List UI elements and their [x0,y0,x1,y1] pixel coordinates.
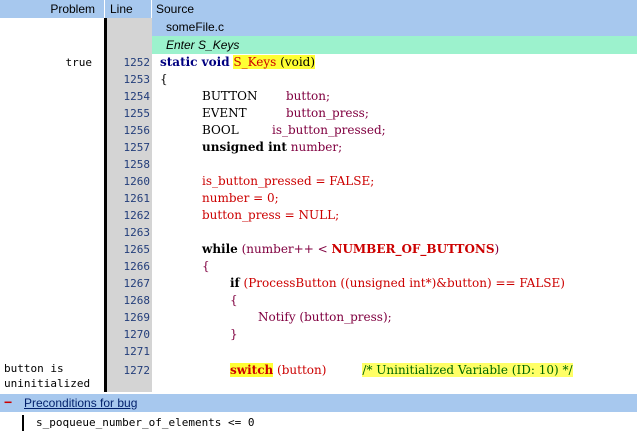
keyword[interactable]: switch [230,363,274,377]
code-row-bug: button is uninitialized 1272 switch (but… [0,360,637,392]
code-token: (button) [273,363,327,377]
problem-cell: true [65,56,93,69]
bug-comment: /* Uninitialized Variable (ID: 10) */ [362,363,573,377]
code-token: NUMBER_OF_BUTTONS [331,242,495,256]
problem-cell: button is uninitialized [4,362,91,390]
column-header-bar: Problem Line Source [0,0,637,18]
column-header-line[interactable]: Line [110,2,133,16]
code-row: 1254 BUTTON button; [0,88,637,105]
problem-line-divider [104,18,107,392]
condition-marker [22,415,24,431]
code-row: 1270 } [0,326,637,343]
line-number: 1269 [123,311,151,324]
code-line: } [230,327,238,341]
source-file-name: someFile.c [152,18,637,36]
line-number: 1271 [123,345,151,358]
line-number: 1272 [123,364,151,377]
code-token: (number++ < [237,242,332,256]
line-number: 1262 [123,209,151,222]
column-separator [151,0,152,18]
code-token: ) [494,242,500,256]
code-row: 1265 while (number++ < NUMBER_OF_BUTTONS… [0,241,637,258]
code-token: number; [290,140,343,154]
code-row: 1261 number = 0; [0,190,637,207]
code-row: 1258 [0,156,637,173]
code-row: 1263 [0,224,637,241]
line-number: 1254 [123,90,151,103]
code-row: 1262 button_press = NULL; [0,207,637,224]
line-number: 1253 [123,73,151,86]
column-separator [104,0,105,18]
enter-function-banner: Enter S_Keys [152,36,637,54]
line-number: 1257 [123,141,151,154]
line-number: 1256 [123,124,151,137]
code-row: 1268 { [0,292,637,309]
code-row: 1271 [0,343,637,360]
column-header-problem[interactable]: Problem [50,2,95,16]
line-number-gutter [107,18,152,392]
line-number: 1258 [123,158,151,171]
line-number: 1255 [123,107,151,120]
code-line: is_button_pressed = FALSE; [202,174,375,188]
code-token: (void) [276,55,316,69]
code-row: 1269 Notify (button_press); [0,309,637,326]
code-token: { [160,72,168,86]
code-row: 1267 if (ProcessButton ((unsigned int*)&… [0,275,637,292]
line-number: 1265 [123,243,151,256]
code-token: EVENT [202,106,247,120]
line-number: 1252 [123,56,151,69]
code-token: (ProcessButton ((unsigned int*)&button) … [239,276,565,290]
line-number: 1261 [123,192,151,205]
line-number: 1270 [123,328,151,341]
code-line: BUTTON button; [202,88,330,105]
line-number: 1263 [123,226,151,239]
code-row: true 1252 static void S_Keys (void) [0,54,637,71]
code-row: 1255 EVENT button_press; [0,105,637,122]
code-line: Notify (button_press); [258,310,392,324]
code-line: BOOL is_button_pressed; [202,122,386,139]
code-line: unsigned int number; [202,139,342,156]
code-token: BOOL [202,123,239,137]
line-number: 1268 [123,294,151,307]
keyword: while [202,242,238,256]
code-line: if (ProcessButton ((unsigned int*)&butto… [230,275,565,292]
code-token: button_press; [286,106,369,120]
code-line: number = 0; [202,191,279,205]
code-row: 1253 { [0,71,637,88]
function-name[interactable]: S_Keys [233,55,277,69]
collapse-minus-icon[interactable]: − [4,394,13,410]
code-token: button; [286,89,331,103]
keyword: static void [160,55,230,69]
code-line: { [230,293,238,307]
keyword: if [230,276,240,290]
code-token: is_button_pressed; [272,123,386,137]
code-row: 1266 { [0,258,637,275]
code-line: { [160,71,168,88]
code-line: while (number++ < NUMBER_OF_BUTTONS) [202,241,499,258]
code-row: 1257 unsigned int number; [0,139,637,156]
keyword: unsigned int [202,140,287,154]
code-line: { [202,259,210,273]
code-token: BUTTON [202,89,258,103]
column-header-source[interactable]: Source [156,2,195,16]
line-number: 1267 [123,277,151,290]
code-line: button_press = NULL; [202,208,340,222]
code-line: static void S_Keys (void) [160,54,316,71]
precondition-row: s_poqueue_number_of_elements <= 0 [0,412,637,434]
precondition-text: s_poqueue_number_of_elements <= 0 [36,416,255,429]
code-line: EVENT button_press; [202,105,369,122]
line-number: 1266 [123,260,151,273]
line-number: 1260 [123,175,151,188]
code-line: switch (button) /* Uninitialized Variable… [230,362,573,379]
preconditions-link[interactable]: Preconditions for bug [24,396,138,410]
code-row: 1256 BOOL is_button_pressed; [0,122,637,139]
preconditions-bar: − Preconditions for bug [0,394,637,412]
code-row: 1260 is_button_pressed = FALSE; [0,173,637,190]
